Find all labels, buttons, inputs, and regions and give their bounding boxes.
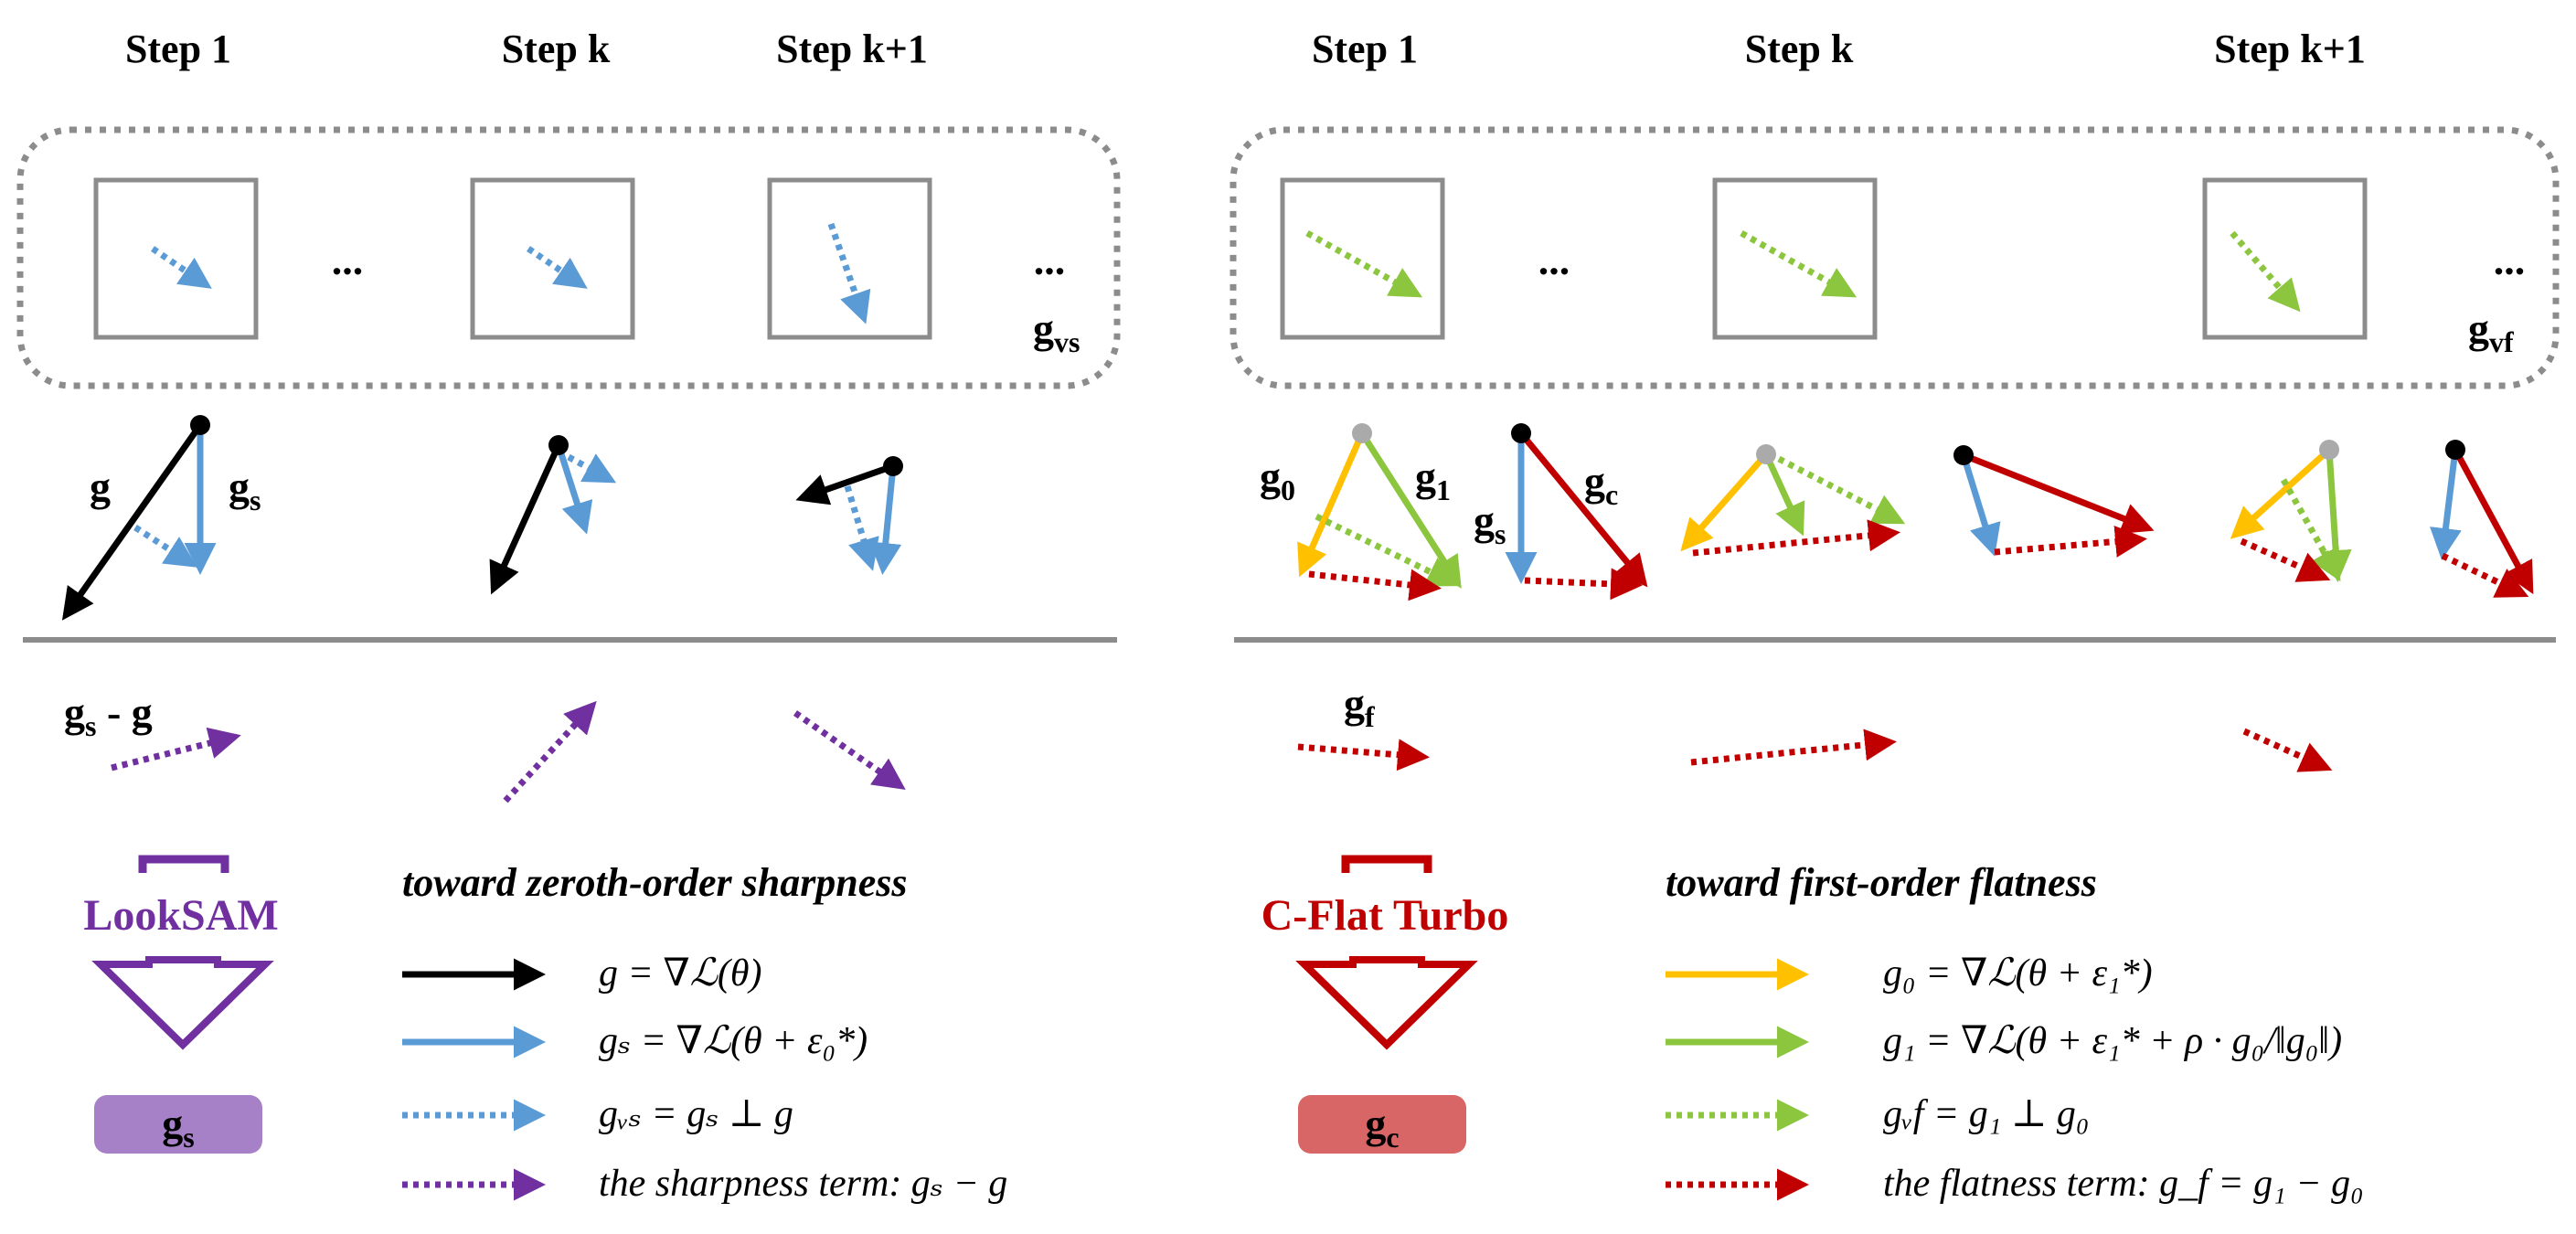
right-g0-label: g0 [1260,453,1295,506]
left-ellipsis-mid: ... [332,237,364,283]
left-result-badge-label: gs [162,1101,194,1154]
right-step-1-gvf-arrow [1315,513,1460,587]
left-step-1-g-arrow [61,422,203,621]
right-legend-text-3: the flatness term: g_f = g₁ − g₀ [1883,1163,2364,1205]
left-step-1-box [93,177,259,340]
left-diff-label: gs - g [64,689,153,742]
left-legend-text-1: gₛ = ∇ℒ(θ + ε₀*) [599,1020,868,1062]
right-step-k1-grey-dot [2319,440,2339,460]
right-dotted-frame [1229,126,2560,389]
right-legend-text-0: g₀ = ∇ℒ(θ + ε₁*) [1883,952,2153,995]
right-down-arrow-icon [1295,956,1478,1050]
left-step-1-vs-arrow [151,246,212,289]
right-step-k1-black-dot [2445,440,2465,460]
right-gc-label: gc [1584,458,1618,511]
left-legend-text-3: the sharpness term: gₛ − g [599,1163,1007,1205]
right-bracket [1341,855,1432,873]
left-step-k1-label: Step k+1 [776,27,928,71]
right-panel: Step 1 Step k Step k+1 ... ... gvf g0 g1… [1229,27,2560,1205]
left-dotted-frame [16,126,1121,389]
right-step-k-diff-arrow [1690,729,1897,766]
left-step-1-origin-dot [190,415,210,435]
left-step-k1-origin-dot [883,456,903,476]
left-result-badge [94,1095,262,1154]
left-step-k-g-arrow [489,443,562,595]
right-step-1-grey-dot [1352,423,1372,443]
right-step-k1-gc-arrow [2452,448,2534,595]
right-step-k1-diff-arrow [2242,728,2333,772]
right-step-1-diff-arrow [1297,739,1430,771]
left-step-k-gs-arrow [555,443,593,535]
right-legend: g₀ = ∇ℒ(θ + ε₁*) g₁ = ∇ℒ(θ + ε₁* + ρ · g… [1666,952,2364,1205]
left-legend: g = ∇ℒ(θ) gₛ = ∇ℒ(θ + ε₀*) gᵥₛ = gₛ ⊥ g … [402,952,1007,1205]
right-step-k1-gf2-arrow [2441,552,2529,598]
left-step-1-label: Step 1 [125,27,231,71]
right-step-k1-box [2202,177,2368,340]
left-step-k1-gs-arrow [869,465,902,575]
left-gvs-label: gvs [1033,305,1080,358]
right-step-1-label: Step 1 [1312,27,1418,71]
left-down-arrow-icon [91,956,274,1050]
right-step-k-gf-arrow [1692,519,1900,557]
right-step-1-box [1280,177,1445,340]
right-gf-label: gf [1344,680,1375,733]
right-g1-label: g1 [1415,453,1451,506]
left-bracket [138,855,229,873]
right-step-1-g0-arrow [1297,431,1366,578]
right-gs-label: gs [1474,497,1506,550]
right-result-badge [1298,1095,1466,1154]
left-panel: Step 1 Step k Step k+1 ... ... gvs g gs … [16,27,1121,1205]
right-step-k-g0-arrow [1680,452,1769,552]
right-step-k1-label: Step k+1 [2214,27,2366,71]
right-step-k1-gs-arrow [2430,449,2462,560]
right-legend-text-1: g₁ = ∇ℒ(θ + ε₁* + ρ · g₀/‖g₀‖) [1883,1020,2342,1062]
left-g-label: g [90,463,111,510]
right-step-1-gc-arrow [1518,431,1648,588]
left-step-k1-diff-arrow [793,710,906,790]
left-step-k1-vs-arrow [827,222,871,324]
right-step-k-gs-arrow [1960,453,2001,557]
right-result-badge-label: gc [1365,1101,1399,1154]
left-legend-text-2: gᵥₛ = gₛ ⊥ g [599,1093,793,1135]
right-step-k1-gf-arrow [2240,537,2331,582]
left-step-k-origin-dot [548,435,569,455]
looksam-label: LookSAM [83,891,278,940]
right-step-1-black-dot [1511,423,1531,443]
right-step-1-gf2-arrow [1524,568,1643,601]
right-step-k-label: Step k [1745,27,1854,71]
left-step-k-vs-arrow [527,246,588,289]
cflat-turbo-label: C-Flat Turbo [1261,891,1509,940]
left-step-k-label: Step k [502,27,611,71]
right-step-k-grey-dot [1756,444,1776,464]
left-legend-title: toward zeroth-order sharpness [402,860,908,905]
right-step-k-black-dot [1953,445,1974,465]
left-step-k1-g-arrow [795,463,895,505]
left-step-k-gvs-arrow [567,453,617,484]
left-step-k-box [470,177,635,340]
right-step-k-vf-arrow [1740,229,1857,298]
right-step-k-gf2-arrow [1994,526,2147,558]
right-step-k-box [1712,177,1878,340]
right-legend-title: toward first-order flatness [1666,860,2097,905]
left-gs-label: gs [229,463,261,516]
left-step-k1-box [767,177,932,340]
right-step-k-gc-arrow [1962,452,2155,534]
right-step-1-gf-arrow [1308,569,1442,601]
right-step-k-g1-arrow [1762,452,1805,537]
left-step-1-gvs-arrow [133,525,197,568]
left-legend-text-0: g = ∇ℒ(θ) [599,952,762,995]
right-step-k1-g0-arrow [2230,447,2332,539]
right-ellipsis-end: ... [2494,237,2526,283]
left-step-k1-gvs-arrow [844,484,879,571]
right-ellipsis-mid: ... [1538,237,1570,283]
left-step-k-diff-arrow [503,700,597,803]
right-step-1-vf-arrow [1305,229,1423,298]
right-legend-text-2: gᵥf = g₁ ⊥ g₀ [1883,1093,2089,1135]
right-step-k1-vf-arrow [2230,230,2301,313]
left-step-1-diff-arrow [111,727,241,771]
left-ellipsis-end: ... [1034,237,1066,283]
right-gvf-label: gvf [2468,305,2514,358]
right-step-k-gvf-arrow [1777,455,1906,525]
